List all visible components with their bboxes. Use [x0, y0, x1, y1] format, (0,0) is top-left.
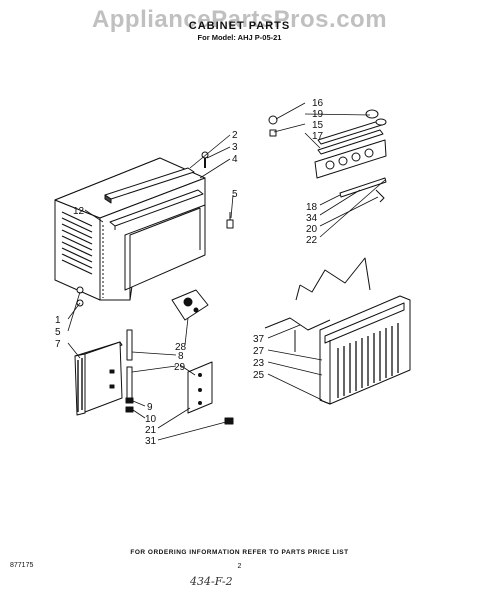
callout-25: 25 — [253, 370, 265, 381]
seal-strip — [126, 329, 133, 361]
screw-icon — [224, 417, 234, 425]
ordering-note: FOR ORDERING INFORMATION REFER TO PARTS … — [130, 549, 349, 556]
callout-15: 15 — [312, 120, 324, 131]
callout-4: 4 — [232, 154, 238, 165]
callout-37: 37 — [253, 334, 265, 345]
grille-support-wire — [264, 257, 371, 352]
callout-28: 28 — [175, 342, 187, 353]
callout-12: 12 — [73, 206, 85, 217]
callout-labels: 16 19 15 17 2 3 4 5 18 34 20 22 12 1 5 7… — [55, 98, 324, 447]
louver-assembly — [314, 119, 387, 203]
callout-18: 18 — [306, 202, 318, 213]
page-number: 2 — [237, 563, 242, 570]
knob-icon — [365, 109, 387, 126]
front-grille-panel — [319, 295, 411, 405]
callout-7: 7 — [55, 339, 61, 350]
callout-1: 1 — [55, 315, 61, 326]
callout-23: 23 — [253, 358, 265, 369]
callout-5: 5 — [55, 327, 61, 338]
callout-16: 16 — [312, 98, 324, 109]
callout-29: 29 — [174, 362, 186, 373]
callout-2: 2 — [232, 130, 238, 141]
callout-8: 8 — [178, 351, 184, 362]
callout-34: 34 — [306, 213, 318, 224]
watermark: AppliancePartsPros.com — [91, 6, 388, 33]
callout-27: 27 — [253, 346, 265, 357]
bracket-plate — [187, 361, 213, 414]
callout-20: 20 — [306, 224, 318, 235]
callout-31: 31 — [145, 436, 157, 447]
diagram-title: CABINET PARTS — [188, 20, 291, 32]
screw-icon — [226, 212, 234, 229]
callout-17: 17 — [312, 131, 324, 142]
document-number: 877175 — [10, 562, 34, 569]
callout-9: 9 — [147, 402, 153, 413]
callout-21: 21 — [145, 425, 157, 436]
top-rails — [104, 167, 204, 230]
callout-5: 5 — [232, 189, 238, 200]
leader-lines — [67, 102, 386, 441]
model-number: For Model: AHJ P-05-21 — [197, 33, 282, 42]
callout-10: 10 — [145, 414, 157, 425]
callout-22: 22 — [306, 235, 318, 246]
screw-icon — [125, 397, 134, 413]
mounting-bracket — [171, 289, 209, 321]
callout-3: 3 — [232, 142, 238, 153]
callout-19: 19 — [312, 109, 324, 120]
cabinet-shell — [54, 157, 206, 301]
knob-icon — [268, 115, 278, 137]
handwritten-note: 434-F-2 — [190, 575, 233, 588]
side-curtain — [74, 341, 123, 416]
seal-strip — [126, 366, 133, 400]
